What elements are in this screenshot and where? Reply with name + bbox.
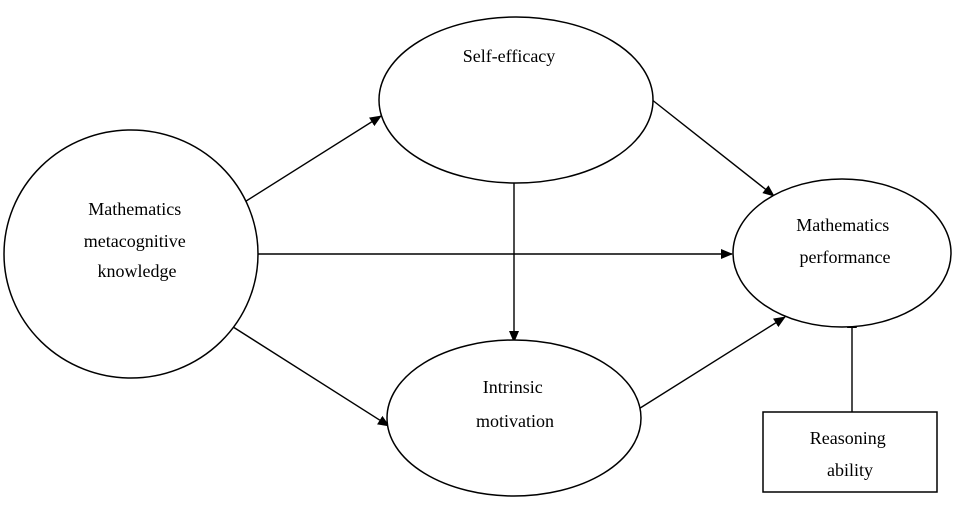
- label-line: motivation: [476, 411, 554, 431]
- node-label: Mathematics performance: [796, 215, 893, 267]
- label-line: performance: [800, 247, 891, 267]
- node-intrinsic-motivation: Intrinsic motivation: [386, 339, 642, 497]
- label-line: metacognitive: [84, 231, 186, 251]
- arrow-self-efficacy-to-performance: [650, 98, 775, 197]
- node-label: Self-efficacy: [463, 46, 556, 66]
- node-label: Intrinsic motivation: [476, 377, 554, 431]
- arrow-intrinsic-motivation-to-performance: [636, 316, 786, 411]
- node-shape: [386, 339, 642, 497]
- node-label: Reasoning ability: [810, 428, 891, 480]
- node-shape: [3, 129, 259, 379]
- label-line: knowledge: [98, 261, 177, 281]
- label-line: Self-efficacy: [463, 46, 556, 66]
- node-reasoning-ability: Reasoning ability: [762, 411, 938, 493]
- label-line: Mathematics: [88, 199, 181, 219]
- node-shape: [732, 178, 952, 328]
- edges: [229, 98, 857, 427]
- node-label: Mathematics metacognitive knowledge: [84, 199, 190, 281]
- node-shape: [378, 16, 654, 184]
- node-mathematics-metacognitive-knowledge: Mathematics metacognitive knowledge: [3, 129, 259, 379]
- label-line: Mathematics: [796, 215, 889, 235]
- arrow-metacognitive-to-intrinsic-motivation: [229, 324, 390, 427]
- node-mathematics-performance: Mathematics performance: [732, 178, 952, 328]
- label-line: Intrinsic: [483, 377, 543, 397]
- node-shape: [762, 411, 938, 493]
- label-line: ability: [827, 460, 873, 480]
- label-line: Reasoning: [810, 428, 886, 448]
- arrow-metacognitive-to-self-efficacy: [242, 115, 382, 204]
- node-self-efficacy: Self-efficacy: [378, 16, 654, 184]
